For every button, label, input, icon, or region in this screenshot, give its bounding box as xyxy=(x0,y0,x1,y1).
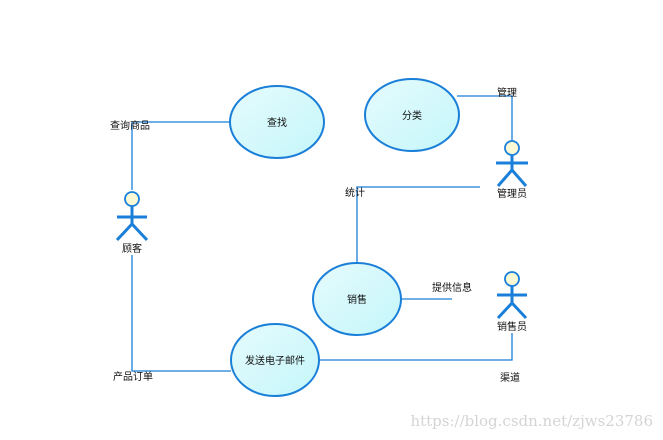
actor-customer-label: 顾客 xyxy=(122,242,142,255)
assoc-query-goods xyxy=(131,121,230,190)
label-channel: 渠道 xyxy=(500,371,520,384)
actor-admin-icon[interactable] xyxy=(496,140,528,187)
use-case-label: 查找 xyxy=(267,116,287,129)
use-case-classify[interactable]: 分类 xyxy=(364,78,460,152)
label-query-goods: 查询商品 xyxy=(110,119,150,132)
assoc-statistics xyxy=(356,186,480,263)
actor-salesperson-label: 销售员 xyxy=(497,320,527,333)
actor-salesperson-icon[interactable] xyxy=(496,271,528,320)
label-statistics: 统计 xyxy=(345,186,365,199)
watermark: https://blog.csdn.net/zjws23786 xyxy=(410,412,653,430)
use-case-label: 销售 xyxy=(347,293,367,306)
label-manage: 管理 xyxy=(497,86,517,99)
label-provide-info: 提供信息 xyxy=(432,281,472,294)
use-case-label: 发送电子邮件 xyxy=(245,354,305,367)
assoc-manage xyxy=(457,95,513,141)
actor-customer-icon[interactable] xyxy=(115,191,149,242)
use-case-sales[interactable]: 销售 xyxy=(312,262,402,336)
use-case-search[interactable]: 查找 xyxy=(229,85,325,159)
actor-admin-label: 管理员 xyxy=(497,187,527,200)
use-case-send-email[interactable]: 发送电子邮件 xyxy=(230,323,320,397)
label-product-order: 产品订单 xyxy=(113,370,153,383)
assoc-channel xyxy=(319,333,513,361)
assoc-product-order xyxy=(131,255,231,372)
use-case-label: 分类 xyxy=(402,109,422,122)
